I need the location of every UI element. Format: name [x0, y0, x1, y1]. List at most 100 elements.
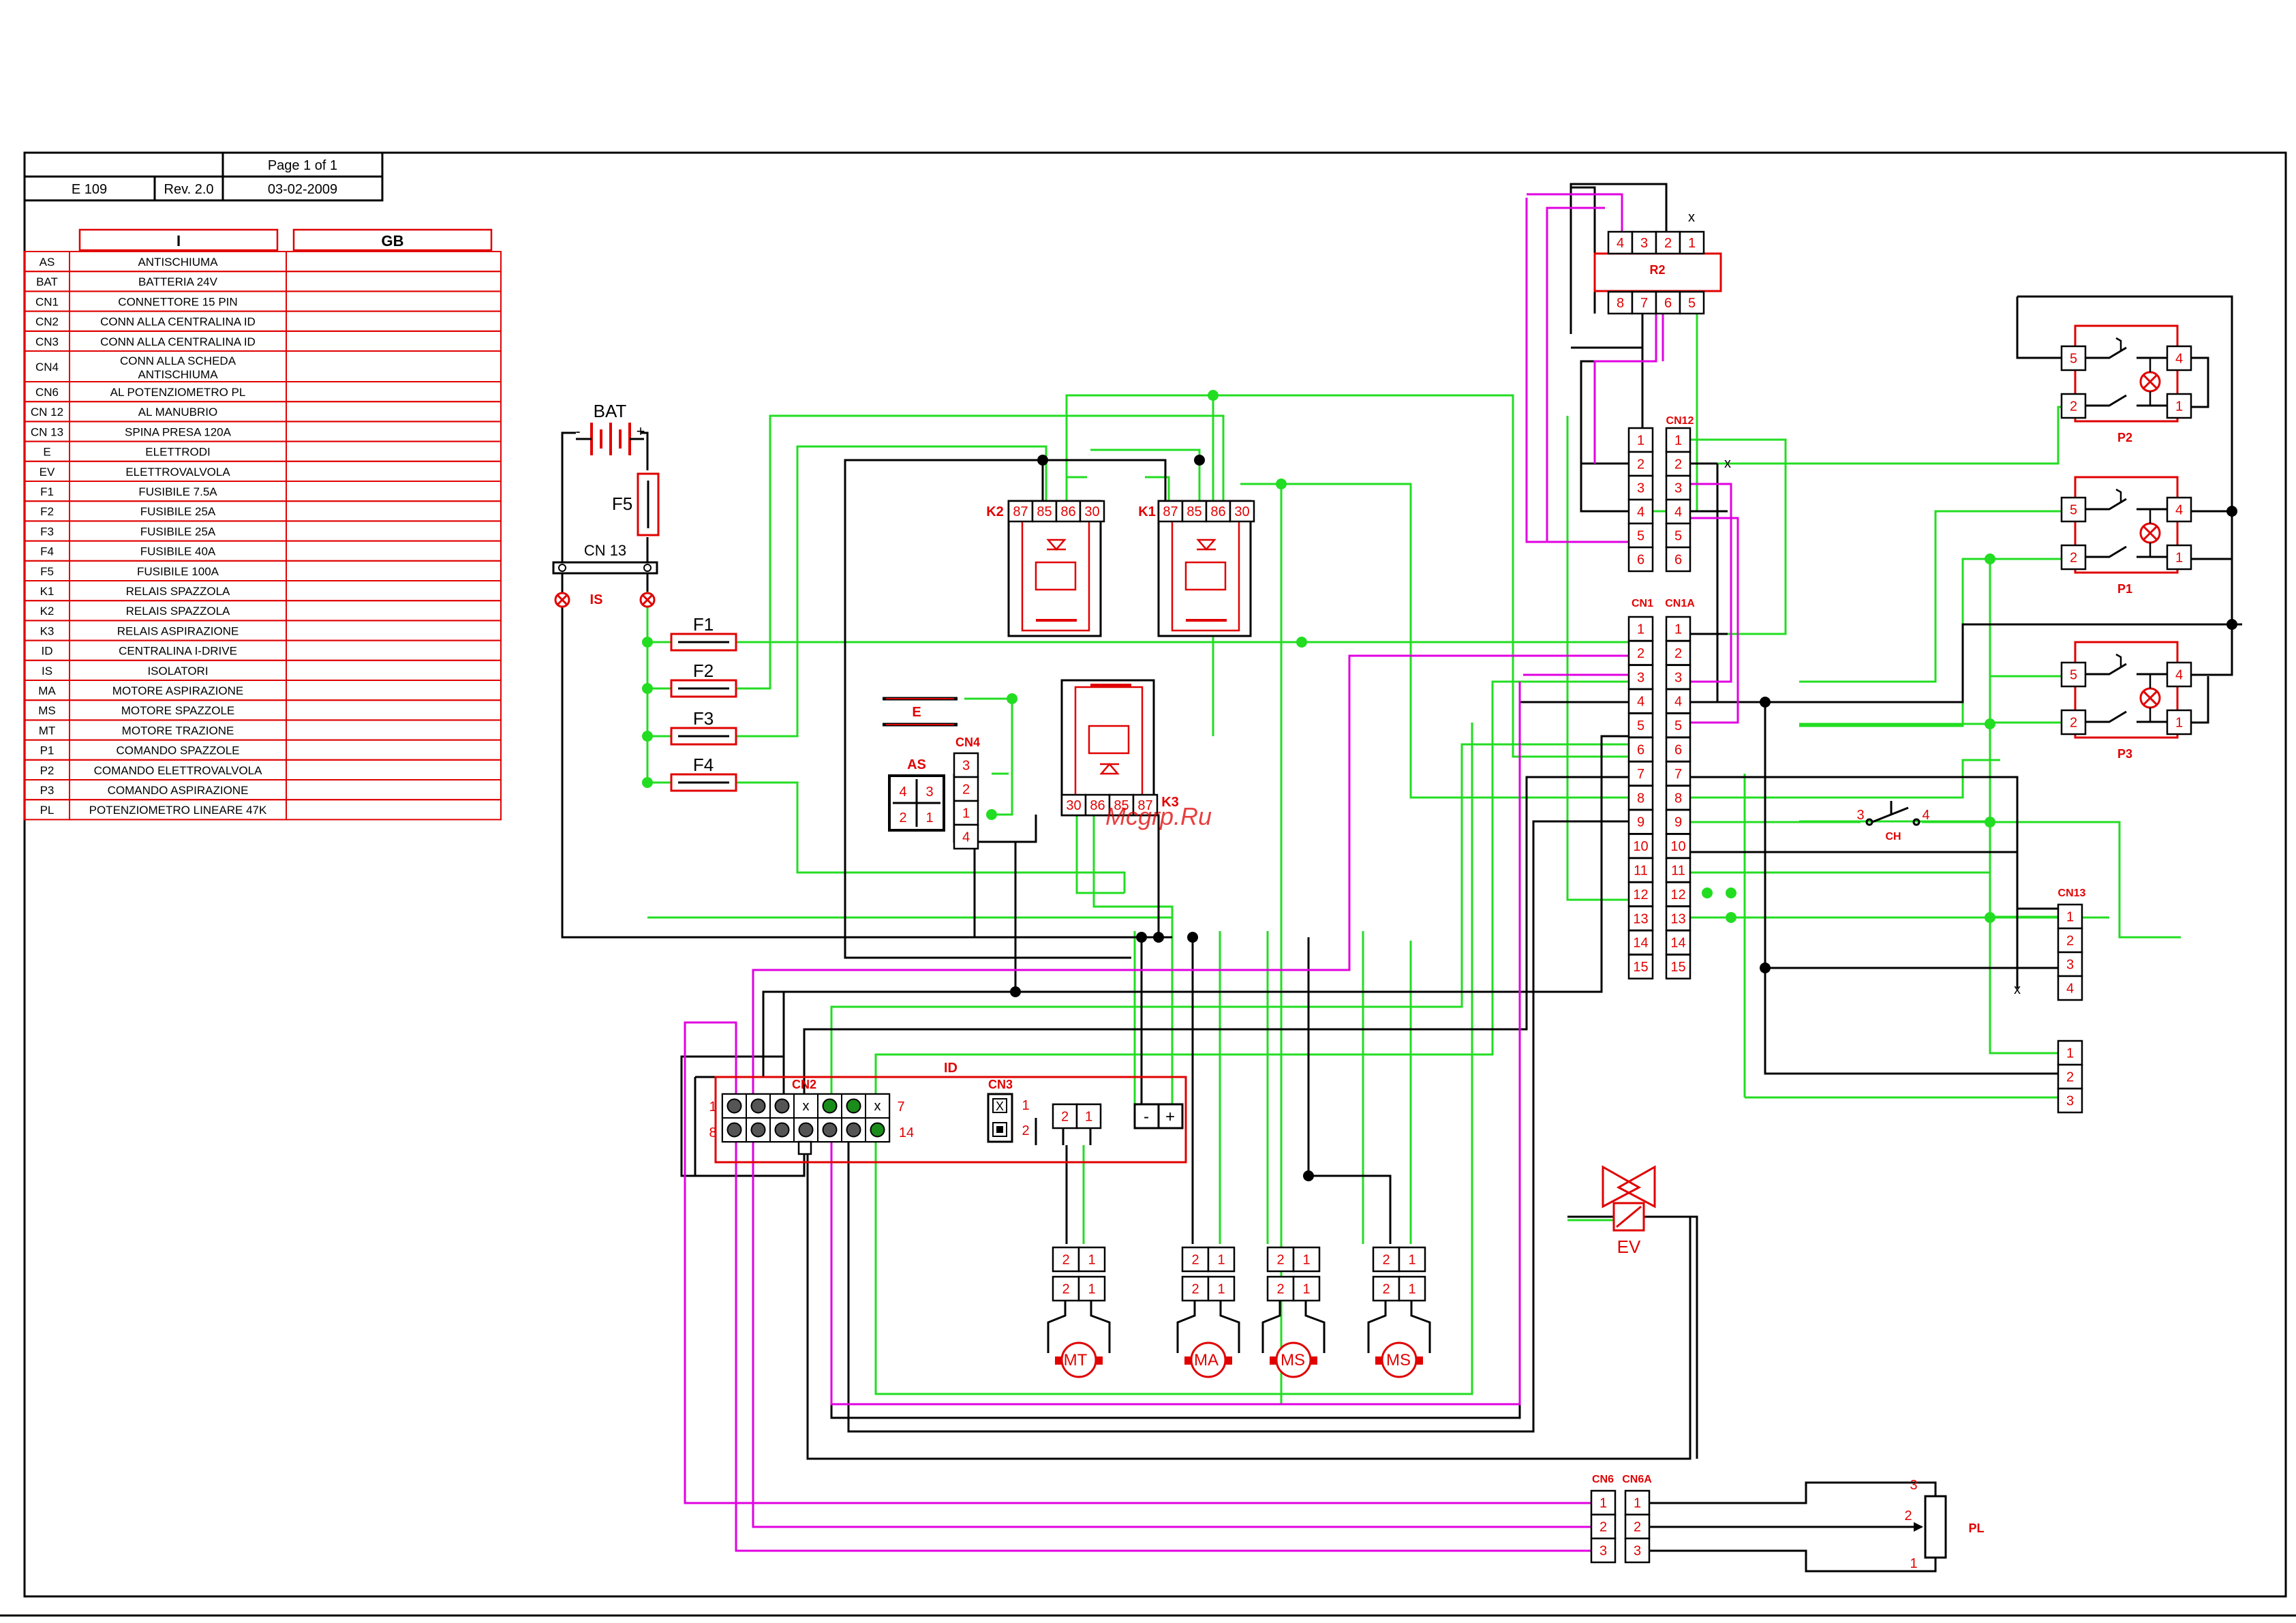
cn13-plug [552, 561, 658, 575]
junction-dot [1194, 455, 1205, 466]
cn1-pin-text: 15 [1633, 960, 1648, 975]
cn2-pin-7: 7 [897, 1099, 904, 1114]
cn12-pin: 6 [1627, 546, 1654, 573]
legend-code: AS [40, 256, 55, 269]
r2-bottom-pin: 6 [1655, 290, 1681, 315]
cn3-x: X [996, 1099, 1004, 1113]
r2-top-pin-text: 4 [1617, 236, 1624, 251]
k1-pins-pin: 87 [1157, 500, 1184, 523]
legend-code: CN6 [35, 386, 59, 399]
legend-header-gb: GB [382, 232, 404, 249]
cn1-pin-text: 1 [1637, 622, 1644, 637]
legend-code: MT [39, 724, 56, 737]
cn3-pin-1: 1 [1022, 1098, 1029, 1113]
motor-ms1-plug-pin-text: 1 [1302, 1282, 1310, 1297]
cn1a-pin-text: 7 [1674, 767, 1682, 782]
cn13-open-mark: x [2014, 982, 2021, 997]
junction-dot [1296, 637, 1307, 648]
cn2-cell [841, 1117, 866, 1142]
k2-pins-pin: 87 [1007, 500, 1034, 523]
junction-dot [1007, 693, 1017, 704]
cn2-pin-14: 14 [899, 1125, 914, 1140]
antifoam-connector [888, 774, 945, 832]
cn4-label: CN4 [955, 735, 980, 749]
revision: Rev. 2.0 [164, 182, 214, 197]
electrovalve [1602, 1165, 1656, 1232]
legend-desc: CENTRALINA I-DRIVE [119, 645, 237, 658]
motor-mt-plug-pin-text: 1 [1088, 1282, 1095, 1297]
cn1a-pin-text: 10 [1670, 839, 1685, 854]
pl-pin-2: 2 [1904, 1508, 1912, 1523]
k3-pins-pin-text: 87 [1137, 798, 1152, 813]
switch-p2-pin: 5 [2060, 345, 2087, 371]
junction-dot [2226, 619, 2237, 630]
cn1a-pin-text: 15 [1670, 960, 1685, 975]
cn12-pin: 1 [1627, 427, 1654, 453]
k2-pins-pin: 86 [1055, 500, 1082, 523]
legend-desc: FUSIBILE 100A [137, 565, 219, 578]
switch-p1-pin: 5 [2060, 496, 2087, 523]
pl-pin-3: 3 [1910, 1478, 1917, 1493]
k3-pins-pin-text: 30 [1066, 798, 1081, 813]
motor-ma-plug-pin-text: 2 [1191, 1282, 1199, 1297]
cn1a-pin-text: 4 [1674, 695, 1682, 710]
cn2-cell: x [865, 1093, 890, 1119]
legend-desc: MOTORE SPAZZOLE [121, 704, 235, 717]
cn2-cell [722, 1093, 747, 1119]
cn4-pin: 3 [953, 752, 979, 778]
ch-label: CH [1885, 831, 1901, 843]
cn6-pin-text: 3 [1599, 1544, 1607, 1559]
cn1a-pin: 6 [1665, 736, 1692, 763]
motor-mt-connector-pin: 2 [1052, 1246, 1080, 1273]
k3-pins-pin: 30 [1060, 793, 1087, 817]
motor-ma-label: MA [1194, 1351, 1219, 1369]
cn12-mating-pin-text: 2 [1674, 457, 1682, 472]
cn1a-pin-text: 3 [1674, 670, 1682, 685]
legend-desc: AL MANUBRIO [138, 406, 218, 419]
legend-desc: FUSIBILE 7.5A [138, 485, 217, 498]
cn12-pin-text: 3 [1637, 481, 1644, 496]
cn12-pin-text: 1 [1637, 434, 1644, 449]
battery-minus: - [575, 423, 580, 440]
motor-ms1-icon [1261, 1301, 1326, 1378]
potentiometer-label: PL [1968, 1521, 1984, 1535]
r2-top-pin-text: 1 [1688, 236, 1696, 251]
cn1-pin-text: 2 [1637, 646, 1644, 661]
motor-mt-connector-pin: 1 [1077, 1246, 1106, 1273]
battery [576, 423, 644, 455]
electrodes-label: E [912, 705, 921, 720]
legend-desc: BATTERIA 24V [138, 275, 218, 288]
cn3-connector [987, 1093, 1013, 1143]
motor-mt-plug-pin-text: 2 [1062, 1282, 1069, 1297]
legend-code: CN 13 [31, 425, 63, 438]
cn2-cell: x [793, 1093, 818, 1119]
battery-plus: + [637, 423, 645, 440]
r2-open-mark: x [1688, 210, 1695, 225]
cn12-mating-pin-text: 5 [1674, 529, 1682, 544]
electrodes [883, 697, 958, 727]
cn1a-pin-text: 12 [1670, 888, 1685, 902]
junction-dot [1985, 718, 1995, 729]
ch-pin-4: 4 [1922, 808, 1929, 823]
relay-k3 [1060, 679, 1155, 817]
cn12-pin-text: 6 [1637, 553, 1644, 568]
motor-mt-icon [1047, 1301, 1111, 1378]
motor-ms2-plug-pin-text: 2 [1382, 1282, 1390, 1297]
k2-pins-pin-text: 85 [1037, 504, 1052, 519]
cn4-pin-text: 1 [962, 806, 970, 821]
motor-ms2-icon [1367, 1301, 1431, 1378]
motor-ms2-plug-pin: 1 [1398, 1275, 1426, 1302]
cn2-pin-8: 8 [709, 1125, 716, 1140]
cn1a-pin: 12 [1665, 881, 1692, 907]
cn3-label: CN3 [988, 1078, 1013, 1091]
cn13-pin: 3 [2057, 951, 2083, 977]
cn1-pin-text: 5 [1637, 718, 1644, 733]
motor-mt-connector-pin-text: 2 [1062, 1253, 1069, 1268]
fuse-f3 [670, 727, 737, 746]
cn1a-pin: 7 [1665, 761, 1692, 787]
